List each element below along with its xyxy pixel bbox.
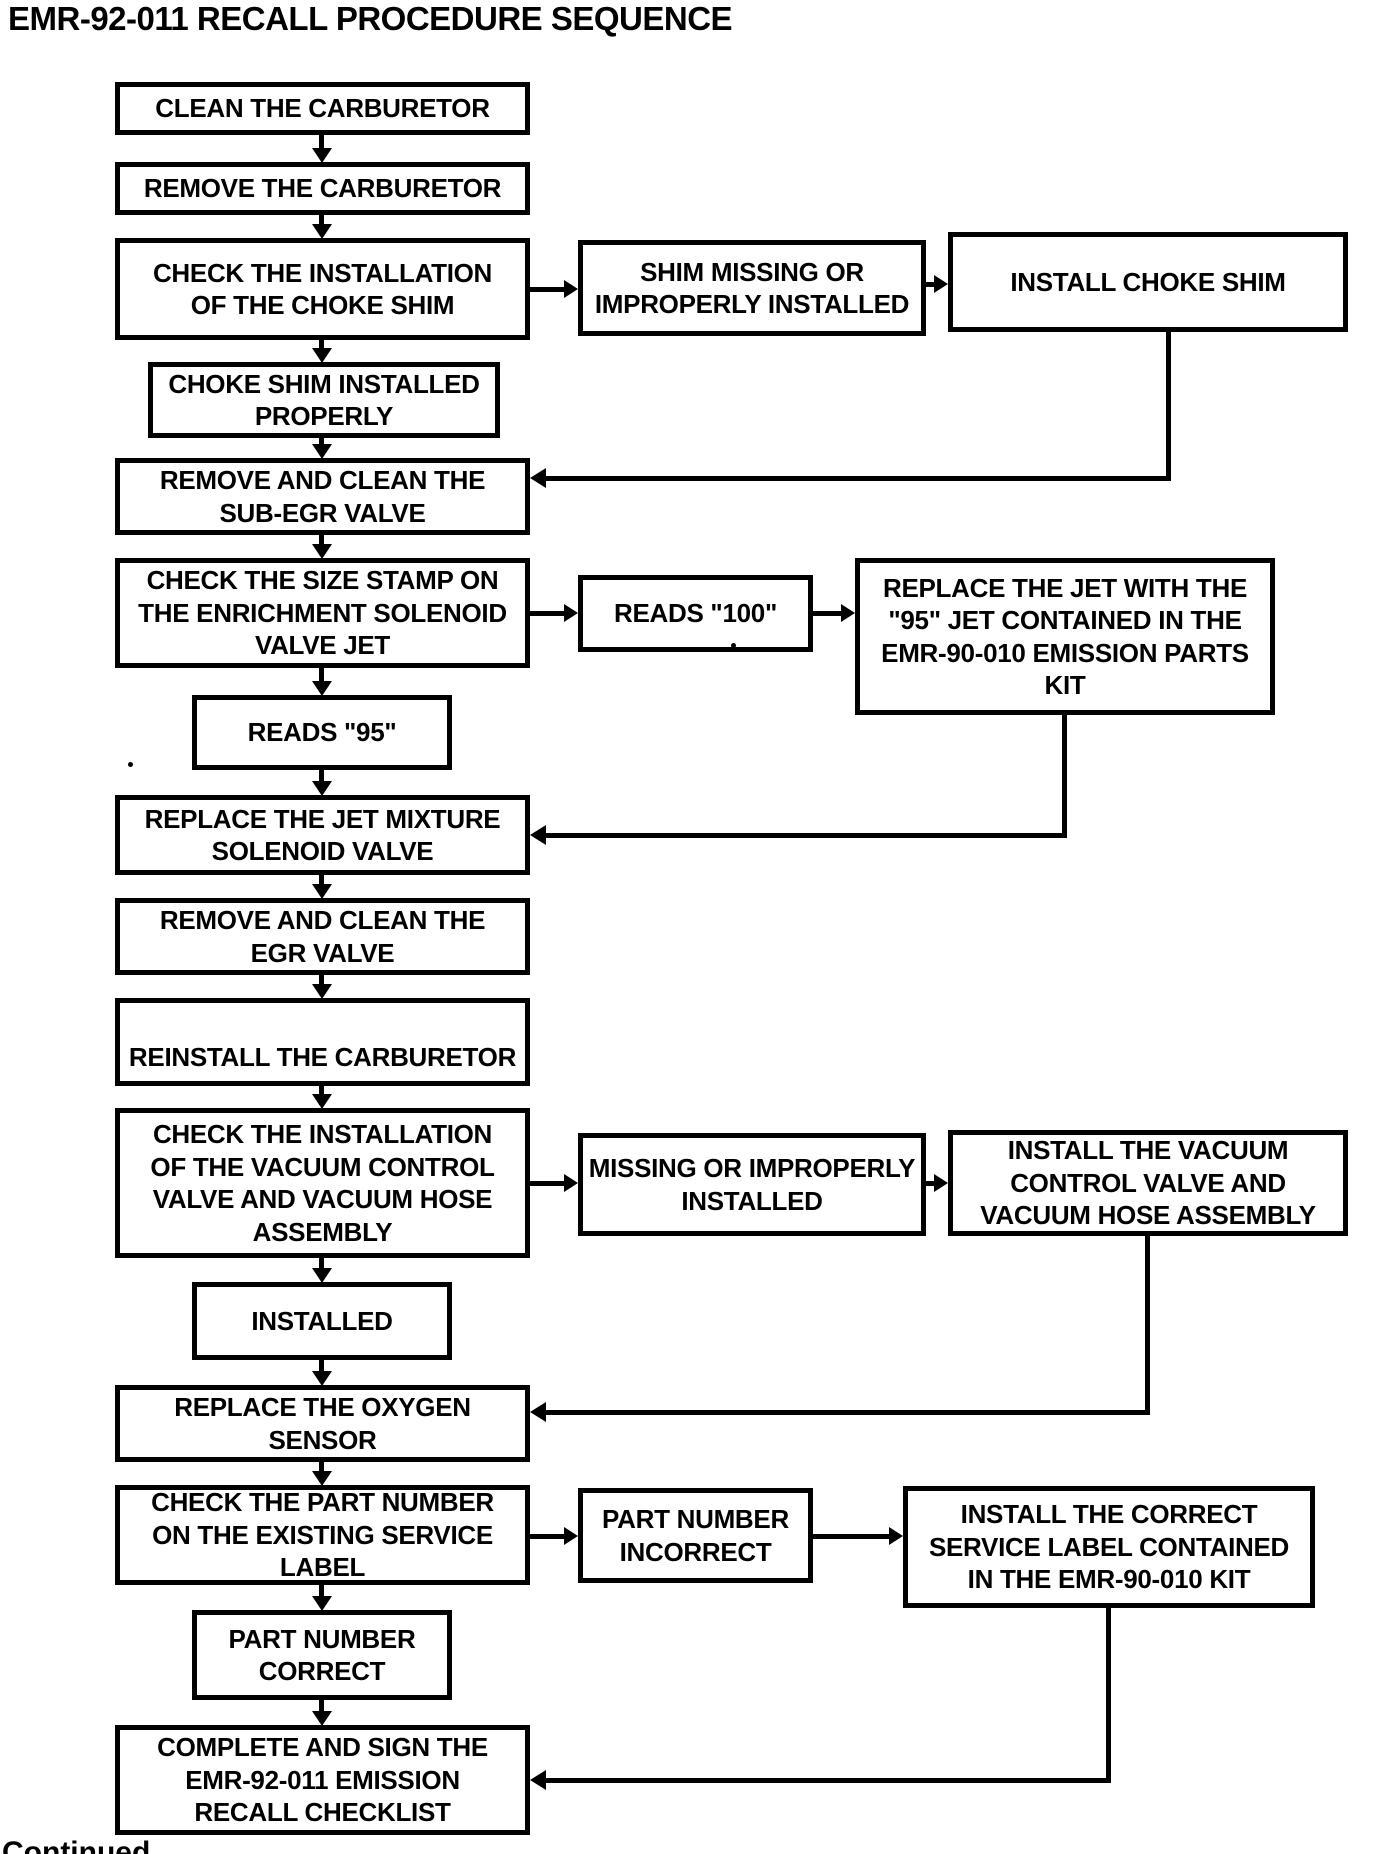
- arrowhead-down-icon: [312, 544, 332, 559]
- connector-line: [1166, 332, 1171, 481]
- arrowhead-down-icon: [312, 224, 332, 239]
- scan-artifact-dot: [731, 643, 736, 648]
- connector-line: [530, 1534, 566, 1539]
- connector-line: [813, 611, 843, 616]
- connector-line: [542, 1778, 1111, 1783]
- flow-node-choke-shim-installed-properly: CHOKE SHIM INSTALLED PROPERLY: [148, 362, 500, 438]
- flow-node-install-correct-service-label: INSTALL THE CORRECT SERVICE LABEL CONTAI…: [903, 1486, 1315, 1608]
- flow-node-replace-oxygen-sensor: REPLACE THE OXYGEN SENSOR: [115, 1385, 530, 1462]
- connector-line: [530, 287, 566, 292]
- arrowhead-right-icon: [934, 1174, 948, 1192]
- arrowhead-down-icon: [312, 348, 332, 363]
- flow-node-shim-missing: SHIM MISSING OR IMPROPERLY INSTALLED: [578, 240, 926, 336]
- arrowhead-down-icon: [312, 681, 332, 696]
- connector-line: [542, 1410, 1150, 1415]
- arrowhead-down-icon: [312, 1371, 332, 1386]
- arrowhead-down-icon: [312, 444, 332, 459]
- flow-node-installed: INSTALLED: [192, 1282, 452, 1360]
- flow-node-remove-carburetor: REMOVE THE CARBURETOR: [115, 162, 530, 215]
- arrowhead-left-icon: [530, 1402, 546, 1422]
- flow-node-replace-jet-mixture-solenoid-valve: REPLACE THE JET MIXTURE SOLENOID VALVE: [115, 795, 530, 875]
- flow-node-complete-sign-checklist: COMPLETE AND SIGN THE EMR-92-011 EMISSIO…: [115, 1725, 530, 1835]
- arrowhead-right-icon: [564, 604, 578, 622]
- flow-node-replace-jet-95-kit: REPLACE THE JET WITH THE "95" JET CONTAI…: [855, 558, 1275, 715]
- connector-line: [319, 135, 324, 159]
- arrowhead-down-icon: [312, 1094, 332, 1109]
- flow-node-part-number-incorrect: PART NUMBER INCORRECT: [578, 1488, 813, 1583]
- arrowhead-right-icon: [564, 1174, 578, 1192]
- connector-line: [542, 833, 1067, 838]
- flow-node-reinstall-carburetor: REINSTALL THE CARBURETOR: [115, 998, 530, 1086]
- flow-node-reads-95: READS "95": [192, 695, 452, 770]
- flow-node-check-choke-shim: CHECK THE INSTALLATION OF THE CHOKE SHIM: [115, 238, 530, 340]
- arrowhead-down-icon: [312, 884, 332, 899]
- arrowhead-down-icon: [312, 1596, 332, 1611]
- connector-line: [530, 1181, 566, 1186]
- connector-line: [1106, 1608, 1111, 1783]
- flow-node-reads-100: READS "100": [578, 575, 813, 652]
- flow-node-install-choke-shim: INSTALL CHOKE SHIM: [948, 232, 1348, 332]
- connector-line: [1145, 1236, 1150, 1415]
- flow-node-install-vacuum-valve: INSTALL THE VACUUM CONTROL VALVE AND VAC…: [948, 1130, 1348, 1236]
- arrowhead-down-icon: [312, 781, 332, 796]
- connector-line: [1062, 715, 1067, 838]
- arrowhead-left-icon: [530, 1770, 546, 1790]
- connector-line: [926, 1181, 938, 1186]
- arrowhead-down-icon: [312, 984, 332, 999]
- scan-artifact-dot: [128, 762, 133, 767]
- arrowhead-right-icon: [841, 604, 855, 622]
- flow-node-clean-carburetor: CLEAN THE CARBURETOR: [115, 82, 530, 135]
- connector-line: [530, 611, 566, 616]
- connector-line: [926, 282, 938, 287]
- flow-node-vacuum-missing: MISSING OR IMPROPERLY INSTALLED: [578, 1133, 926, 1236]
- arrowhead-right-icon: [564, 280, 578, 298]
- arrowhead-down-icon: [312, 1268, 332, 1283]
- arrowhead-down-icon: [312, 1711, 332, 1726]
- arrowhead-right-icon: [934, 275, 948, 293]
- arrowhead-down-icon: [312, 1471, 332, 1486]
- flow-node-check-part-number: CHECK THE PART NUMBER ON THE EXISTING SE…: [115, 1485, 530, 1585]
- arrowhead-right-icon: [889, 1527, 903, 1545]
- continued-label: Continued: [2, 1836, 151, 1854]
- flow-node-check-size-stamp: CHECK THE SIZE STAMP ON THE ENRICHMENT S…: [115, 558, 530, 668]
- arrowhead-left-icon: [530, 468, 546, 488]
- arrowhead-down-icon: [312, 148, 332, 163]
- flow-node-check-vacuum-control-valve: CHECK THE INSTALLATION OF THE VACUUM CON…: [115, 1108, 530, 1258]
- connector-line: [319, 668, 324, 692]
- flow-node-part-number-correct: PART NUMBER CORRECT: [192, 1610, 452, 1700]
- flow-node-remove-clean-sub-egr-valve: REMOVE AND CLEAN THE SUB-EGR VALVE: [115, 458, 530, 535]
- connector-line: [813, 1534, 891, 1539]
- page-title: EMR-92-011 RECALL PROCEDURE SEQUENCE: [8, 0, 733, 37]
- arrowhead-left-icon: [530, 825, 546, 845]
- arrowhead-right-icon: [564, 1527, 578, 1545]
- flow-node-remove-clean-egr-valve: REMOVE AND CLEAN THE EGR VALVE: [115, 898, 530, 975]
- connector-line: [542, 476, 1171, 481]
